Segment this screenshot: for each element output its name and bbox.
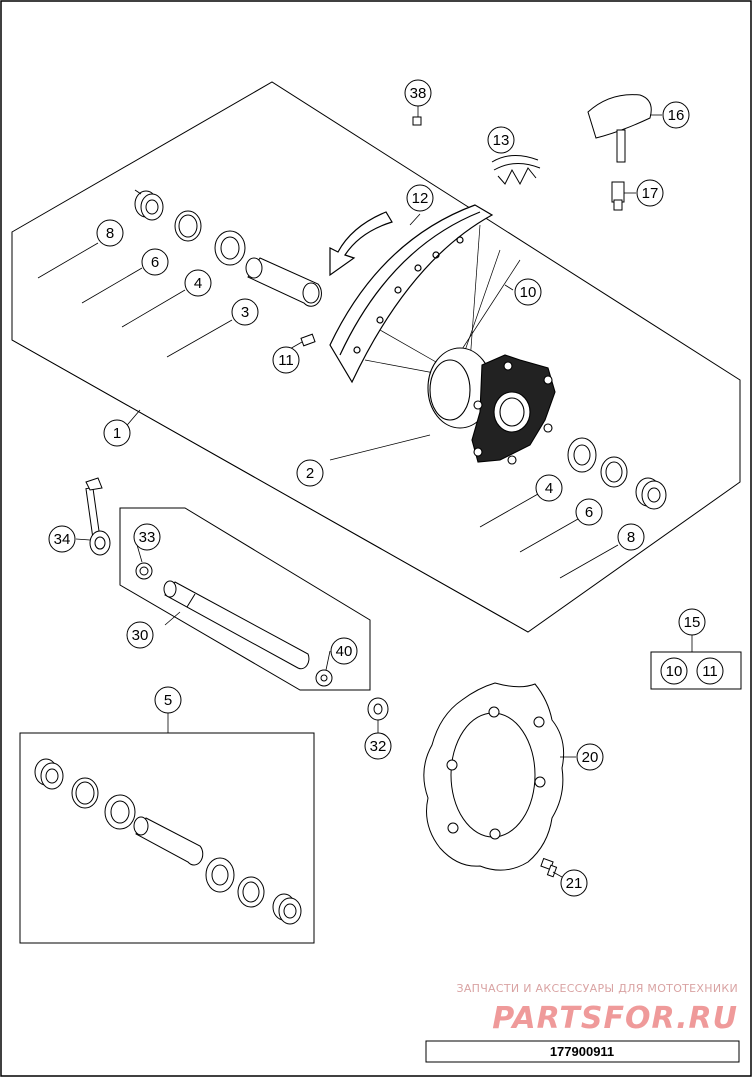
rim-tape-13	[491, 155, 541, 186]
callout-4-upper: 4	[184, 269, 212, 297]
callout-15: 15	[678, 608, 706, 636]
upper-leader-lines	[11, 242, 529, 633]
callout-10-kit: 10	[660, 657, 688, 685]
rim-lock-nut-17	[611, 181, 625, 211]
svg-text:2: 2	[306, 465, 314, 482]
svg-text:38: 38	[410, 85, 427, 102]
upper-seal-6	[174, 210, 202, 242]
axle-kit-group-outline	[119, 507, 371, 691]
callout-17: 17	[636, 179, 664, 207]
watermark-tagline: ЗАПЧАСТИ И АКСЕССУАРЫ ДЛЯ МОТОТЕХНИКИ	[456, 982, 738, 995]
svg-text:32: 32	[370, 738, 387, 755]
svg-text:40: 40	[336, 643, 353, 660]
svg-text:21: 21	[566, 875, 583, 892]
svg-text:8: 8	[106, 225, 114, 242]
repair-kit-box	[650, 651, 742, 690]
callout-4-lower: 4	[535, 474, 563, 502]
svg-text:1: 1	[113, 425, 121, 442]
callout-21: 21	[560, 869, 588, 897]
upper-spacer-bushing-8	[134, 189, 164, 221]
disc-screw-21	[540, 857, 558, 878]
callout-6-upper: 6	[141, 248, 169, 276]
axle-spacer-33	[135, 562, 153, 580]
svg-text:11: 11	[702, 663, 718, 680]
callout-8-lower: 8	[617, 523, 645, 551]
lower-bearing-4	[567, 437, 597, 473]
callout-12: 12	[406, 184, 434, 212]
callout-13: 13	[487, 126, 515, 154]
callout-11-upper: 11	[272, 346, 300, 374]
document-number-box	[425, 1040, 740, 1063]
svg-text:15: 15	[684, 614, 701, 631]
callout-11-kit: 11	[696, 657, 724, 685]
wheel-axle-30	[163, 580, 310, 670]
rotation-direction-arrow	[329, 211, 393, 277]
callout-2: 2	[296, 459, 324, 487]
svg-text:12: 12	[412, 190, 429, 207]
svg-text:8: 8	[627, 529, 635, 546]
callout-5: 5	[154, 686, 182, 714]
svg-text:4: 4	[545, 480, 553, 497]
callout-1: 1	[103, 419, 131, 447]
svg-text:6: 6	[585, 504, 593, 521]
svg-text:3: 3	[241, 304, 249, 321]
svg-text:11: 11	[278, 352, 294, 369]
svg-text:20: 20	[582, 749, 599, 766]
svg-text:30: 30	[132, 627, 149, 644]
svg-text:13: 13	[493, 132, 510, 149]
watermark: ЗАПЧАСТИ И АКСЕССУАРЫ ДЛЯ МОТОТЕХНИКИ PA…	[456, 982, 738, 1036]
watermark-brand: PARTSFOR.RU	[492, 1001, 738, 1036]
hub-2	[427, 347, 556, 465]
callout-33: 33	[133, 523, 161, 551]
axle-nut-32	[367, 697, 389, 721]
upper-bearing-4	[214, 230, 246, 266]
callout-38: 38	[404, 79, 432, 107]
bearing-kit-parts-5	[34, 758, 302, 925]
callout-6-lower: 6	[575, 498, 603, 526]
callout-10-upper: 10	[514, 278, 542, 306]
svg-text:17: 17	[642, 185, 659, 202]
svg-text:33: 33	[139, 529, 156, 546]
axle-nut-40	[315, 669, 333, 687]
svg-text:10: 10	[666, 663, 683, 680]
svg-text:34: 34	[54, 531, 71, 548]
callout-30: 30	[126, 621, 154, 649]
brake-disc-20	[423, 682, 565, 871]
svg-text:6: 6	[151, 254, 159, 271]
valve-34	[85, 477, 111, 556]
callout-16: 16	[662, 101, 690, 129]
valve-cap-38	[412, 116, 422, 126]
lower-spacer-bushing-8	[635, 477, 667, 510]
callout-3: 3	[231, 298, 259, 326]
lower-seal-6	[600, 456, 628, 488]
rim-12	[329, 204, 494, 384]
svg-text:4: 4	[194, 275, 202, 292]
callout-40: 40	[330, 637, 358, 665]
bearing-kit-box	[19, 732, 315, 944]
callout-34: 34	[48, 525, 76, 553]
svg-text:10: 10	[520, 284, 537, 301]
rim-lock-16	[587, 94, 652, 163]
callout-32: 32	[364, 732, 392, 760]
document-number: 177900911	[550, 1044, 614, 1059]
svg-text:16: 16	[668, 107, 685, 124]
callout-8-upper: 8	[96, 219, 124, 247]
spoke-nipple-11	[300, 333, 316, 347]
spacer-tube-3	[245, 257, 322, 307]
callout-20: 20	[576, 743, 604, 771]
svg-text:5: 5	[164, 692, 172, 709]
